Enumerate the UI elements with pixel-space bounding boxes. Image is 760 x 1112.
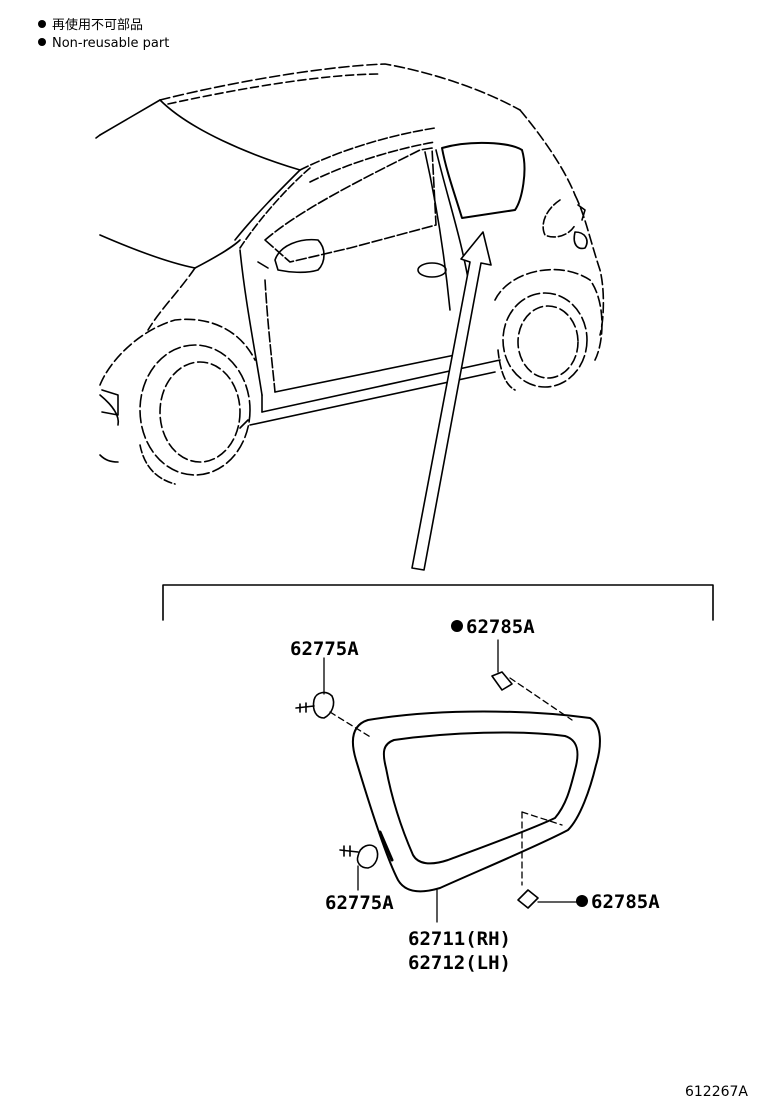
clip-lower-number: 62775A — [325, 892, 394, 914]
diagram-code: 612267A — [684, 1084, 748, 1100]
glass-rh-number: 62711(RH) — [408, 928, 511, 950]
non-reusable-dot-icon — [38, 20, 46, 28]
part-label-clip-lower: 62775A — [325, 892, 394, 914]
legend-japanese: 再使用不可部品 — [38, 18, 143, 34]
spacer-upper-part — [491, 639, 513, 691]
non-reusable-dot-icon — [38, 38, 46, 46]
glass-lh-number: 62712(LH) — [408, 952, 511, 974]
part-label-glass-lh: 62712(LH) — [408, 952, 511, 974]
part-label-spacer-lower: 62785A — [576, 891, 660, 913]
location-arrow — [411, 231, 492, 571]
clip-upper-part — [295, 657, 335, 719]
spacer-lower-part — [517, 889, 579, 909]
clip-upper-number: 62775A — [290, 638, 359, 660]
legend-japanese-text: 再使用不可部品 — [52, 18, 144, 33]
quarter-window-glass — [329, 677, 601, 893]
legend-english-text: Non-reusable part — [52, 36, 170, 51]
non-reusable-dot-icon — [576, 895, 588, 907]
spacer-lower-number: 62785A — [591, 891, 660, 913]
part-label-clip-upper: 62775A — [290, 638, 359, 660]
car-illustration — [95, 63, 605, 485]
non-reusable-dot-icon — [451, 620, 463, 632]
spacer-upper-number: 62785A — [466, 616, 535, 638]
part-label-glass-rh: 62711(RH) — [408, 928, 511, 950]
detail-bracket — [162, 584, 714, 621]
clip-lower-part — [339, 844, 379, 891]
legend-english: Non-reusable part — [38, 36, 169, 52]
part-label-spacer-upper: 62785A — [451, 616, 535, 638]
